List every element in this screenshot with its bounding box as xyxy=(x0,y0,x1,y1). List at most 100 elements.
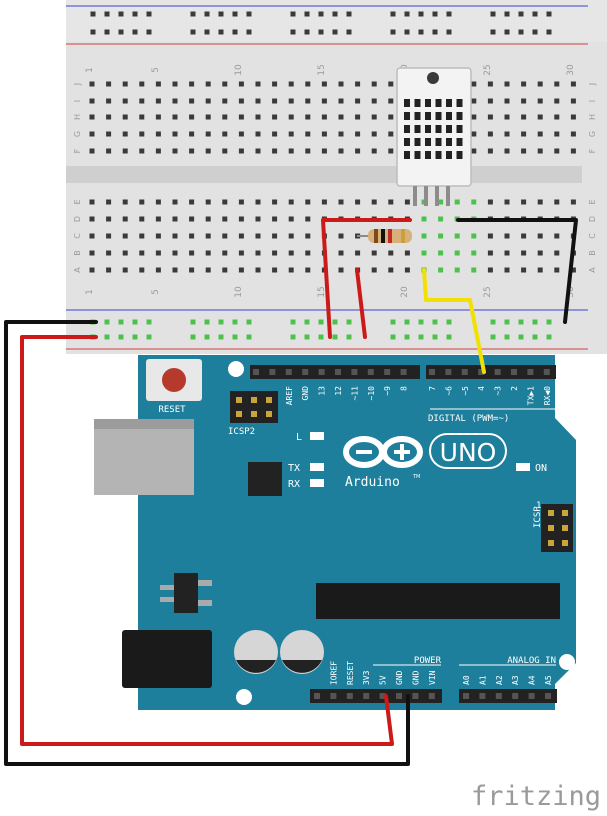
breadboard-hole xyxy=(537,131,543,137)
sensor-vent xyxy=(435,125,442,133)
breadboard-hole xyxy=(272,267,278,273)
breadboard-hole xyxy=(338,233,344,239)
led-tx-label: TX xyxy=(288,463,300,474)
breadboard-hole xyxy=(155,233,161,239)
sensor-vent xyxy=(456,99,463,107)
column-number-bottom: 15 xyxy=(317,286,327,297)
sensor-vent xyxy=(404,99,410,107)
row-letter-right: B xyxy=(588,250,597,256)
rail-hole xyxy=(290,29,296,35)
header-pin xyxy=(269,369,276,375)
breadboard-hole xyxy=(388,98,394,104)
rail-hole xyxy=(218,319,224,325)
power-label: POWER xyxy=(414,656,442,666)
sensor-vent xyxy=(404,112,410,120)
breadboard-hole xyxy=(537,148,543,154)
rail-hole xyxy=(518,29,524,35)
microcontroller-chip xyxy=(316,583,560,619)
sensor-vent xyxy=(456,112,463,120)
row-letter-right: G xyxy=(588,131,597,137)
digital-header-right xyxy=(426,365,556,379)
breadboard-hole xyxy=(238,114,244,120)
header-pin xyxy=(478,369,485,375)
rail-hole xyxy=(518,319,524,325)
rail-hole xyxy=(490,29,496,35)
rail-hole xyxy=(104,11,110,17)
header-pin xyxy=(463,693,469,699)
breadboard-hole xyxy=(388,199,394,205)
breadboard-hole xyxy=(404,199,410,205)
rail-hole xyxy=(246,11,252,17)
uno-label: UNO xyxy=(440,438,497,467)
breadboard-hole xyxy=(222,98,228,104)
breadboard-hole xyxy=(139,216,145,222)
breadboard-hole xyxy=(155,98,161,104)
rail-hole xyxy=(290,334,296,340)
column-number-bottom: 1 xyxy=(85,289,95,295)
led-on xyxy=(516,463,530,471)
header-pin xyxy=(285,369,292,375)
reset-button[interactable] xyxy=(146,359,202,401)
breadboard-hole xyxy=(404,250,410,256)
rail-hole xyxy=(404,29,410,35)
breadboard-hole xyxy=(122,267,128,273)
arduino-uno-board: RESET ICSP2 I xyxy=(94,355,576,710)
led-on-label: ON xyxy=(535,463,547,474)
row-letter-right: F xyxy=(588,148,597,153)
breadboard-hole xyxy=(487,148,493,154)
analog-pin-label: A2 xyxy=(495,675,504,685)
analog-label: ANALOG IN xyxy=(507,656,556,666)
row-letter-right: I xyxy=(588,100,597,102)
header-pin xyxy=(351,369,358,375)
power-pin-label: GND xyxy=(411,670,420,685)
breadboard-hole xyxy=(255,81,261,87)
breadboard-hole xyxy=(371,114,377,120)
rail-hole xyxy=(532,319,538,325)
row-letter-left: E xyxy=(73,199,82,204)
row-letter-right: E xyxy=(588,199,597,204)
breadboard-hole xyxy=(338,131,344,137)
rail-hole xyxy=(332,334,338,340)
breadboard-hole xyxy=(305,98,311,104)
column-number-top: 30 xyxy=(566,64,576,76)
breadboard-hole xyxy=(305,148,311,154)
breadboard-hole xyxy=(487,131,493,137)
column-number-bottom: 5 xyxy=(151,289,161,295)
breadboard-hole xyxy=(305,267,311,273)
row-letter-right: C xyxy=(588,233,597,239)
breadboard-hole xyxy=(288,267,294,273)
rail-hole xyxy=(346,29,352,35)
rail-hole xyxy=(132,29,138,35)
icsp2-pin xyxy=(236,397,242,403)
breadboard-hole xyxy=(388,81,394,87)
icsp2-pin xyxy=(266,411,272,417)
breadboard-hole xyxy=(504,199,510,205)
breadboard-hole xyxy=(454,267,460,273)
breadboard-hole xyxy=(321,81,327,87)
row-letter-left: A xyxy=(73,267,82,273)
breadboard-hole xyxy=(554,233,560,239)
led-rx xyxy=(310,479,324,487)
breadboard-hole xyxy=(189,250,195,256)
digital-pin-label: 13 xyxy=(318,386,327,396)
breadboard-hole xyxy=(222,131,228,137)
led-l-label: L xyxy=(296,432,302,443)
header-pin xyxy=(335,369,341,375)
rail-hole xyxy=(446,29,452,35)
rail-hole xyxy=(490,334,496,340)
icsp-label: ICSP xyxy=(533,506,543,528)
rail-hole xyxy=(446,334,452,340)
breadboard-hole xyxy=(487,267,493,273)
breadboard-hole xyxy=(139,131,145,137)
breadboard-hole xyxy=(238,250,244,256)
breadboard-hole xyxy=(89,148,95,154)
header-pin xyxy=(400,369,407,375)
breadboard-hole xyxy=(554,98,560,104)
rail-hole xyxy=(432,29,438,35)
breadboard-hole xyxy=(255,233,261,239)
breadboard-hole xyxy=(554,131,560,137)
row-letter-left: C xyxy=(73,233,82,239)
rail-hole xyxy=(490,319,496,325)
sensor-vent xyxy=(456,125,463,133)
